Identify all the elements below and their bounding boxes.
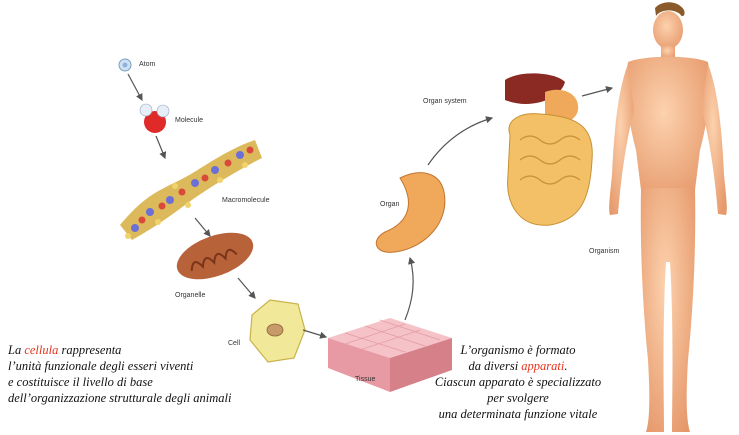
arrow-cell-to-tissue bbox=[303, 330, 326, 337]
highlight-apparati: apparati bbox=[521, 359, 564, 373]
arrow-organ-to-system bbox=[428, 118, 492, 165]
label-organ: Organ bbox=[380, 201, 399, 208]
organ-system-illustration bbox=[505, 73, 592, 225]
organ-illustration bbox=[376, 173, 445, 253]
right-caption-line-1: L’organismo è formato bbox=[400, 342, 636, 358]
right-caption-line-2: da diversi apparati. bbox=[400, 358, 636, 374]
arrow-molecule-to-macromolecule bbox=[156, 136, 165, 158]
left-caption-line-1: La cellula rappresenta bbox=[8, 342, 232, 358]
label-atom: Atom bbox=[139, 61, 155, 68]
macromolecule-illustration bbox=[120, 140, 262, 240]
arrow-organelle-to-cell bbox=[238, 278, 255, 298]
left-caption: La cellula rappresenta l’unità funzional… bbox=[8, 342, 232, 406]
left-caption-line-3: e costituisce il livello di base bbox=[8, 374, 232, 390]
label-macromolecule: Macromolecule bbox=[222, 197, 269, 204]
right-caption-line-4: per svolgere bbox=[400, 390, 636, 406]
arrow-system-to-organism bbox=[582, 88, 612, 96]
label-organism: Organism bbox=[589, 248, 619, 255]
highlight-cellula: cellula bbox=[24, 343, 58, 357]
label-organ-system: Organ system bbox=[423, 98, 467, 105]
cell-illustration bbox=[250, 300, 305, 362]
label-organelle: Organelle bbox=[175, 292, 205, 299]
arrow-macromolecule-to-organelle bbox=[195, 218, 210, 236]
label-molecule: Molecule bbox=[175, 117, 203, 124]
arrow-atom-to-molecule bbox=[128, 74, 142, 100]
right-caption-line-3: Ciascun apparato è specializzato bbox=[400, 374, 636, 390]
left-caption-line-4: dell’organizzazione strutturale degli an… bbox=[8, 390, 232, 406]
right-caption: L’organismo è formato da diversi apparat… bbox=[400, 342, 636, 422]
organelle-illustration bbox=[171, 224, 260, 289]
left-caption-line-2: l’unità funzionale degli esseri viventi bbox=[8, 358, 232, 374]
arrow-tissue-to-organ bbox=[405, 258, 413, 320]
label-tissue: Tissue bbox=[355, 376, 375, 383]
molecule-illustration bbox=[140, 104, 169, 133]
atom-illustration bbox=[119, 59, 131, 71]
right-caption-line-5: una determinata funzione vitale bbox=[400, 406, 636, 422]
